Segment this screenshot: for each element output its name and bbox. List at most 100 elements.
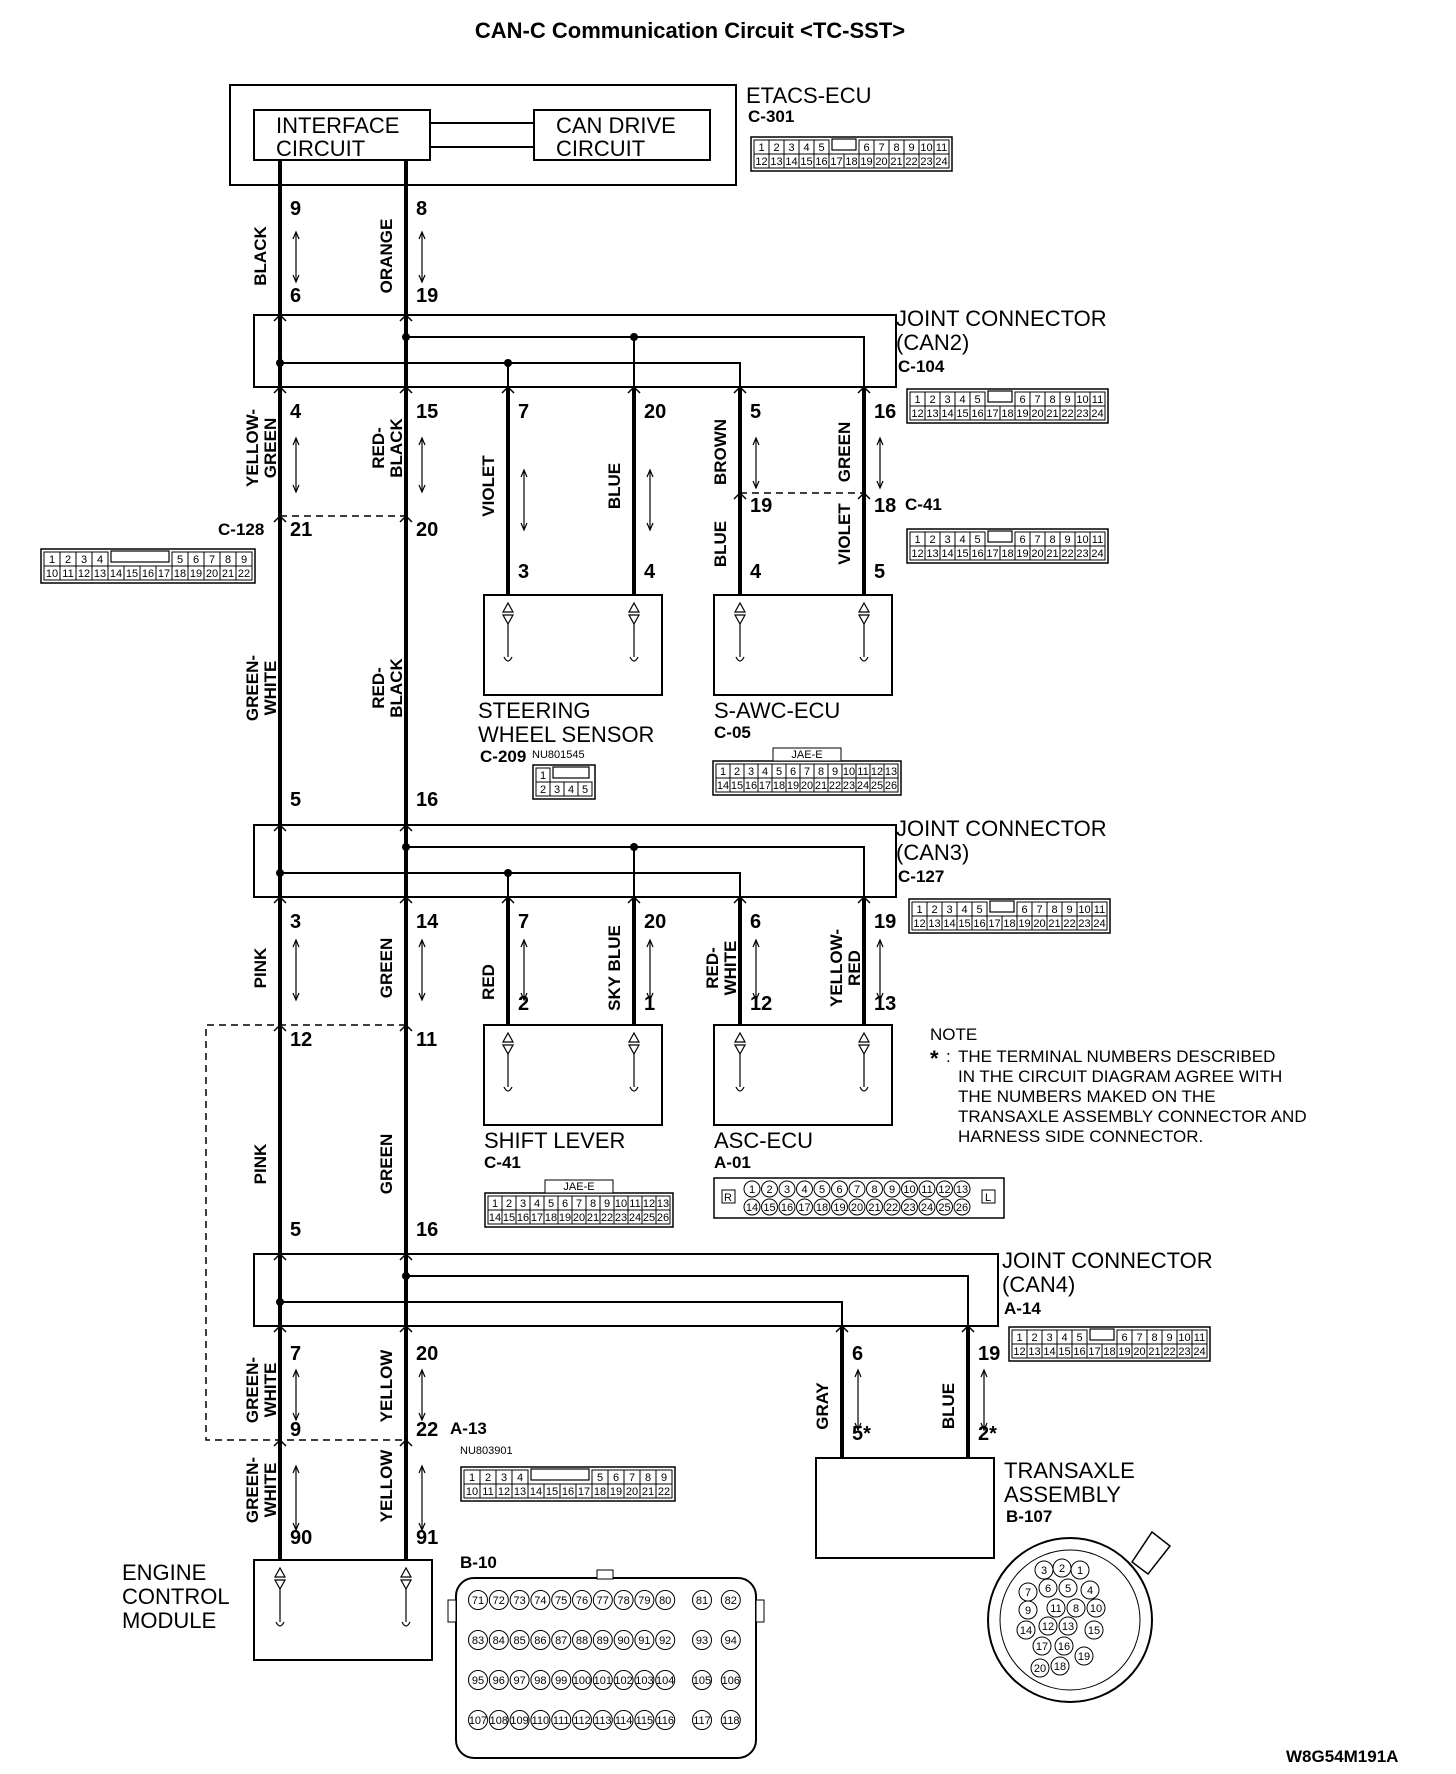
steering-name-2: WHEEL SENSOR [478,722,654,747]
svg-text:JAE-E: JAE-E [563,1181,594,1193]
pin-number: 21 [1046,408,1058,420]
pin-number: 11 [936,142,947,154]
wire-color-label: VIOLET [479,455,498,517]
pin-number: 7 [1034,534,1040,546]
joint-connector-can2-box [253,314,897,388]
wire-color-label: BLUE [939,1383,958,1429]
pin-number: 8 [871,1184,877,1196]
terminal-number: 6 [852,1343,863,1365]
transaxle-connector: B-107 [1006,1507,1052,1526]
pin-number: 2 [1031,1332,1037,1344]
pin-number: 20 [626,1486,638,1498]
terminal-number: 19 [874,911,896,933]
pin-number: 79 [638,1595,650,1607]
pin-number: 18 [545,1212,557,1224]
pin-cell [509,1590,530,1610]
pin-number: 75 [555,1595,567,1607]
pin-number: 2 [766,1184,772,1196]
pin-number: 4 [97,554,103,566]
pin-number: 6 [193,554,199,566]
pin-number: 8 [1049,394,1055,406]
pin-number: 3 [748,766,754,778]
can-drive-circuit-box [533,109,711,161]
pin-number: 12 [871,766,883,778]
pin-cell [901,1198,918,1216]
pin-number: 4 [803,142,809,154]
pin-cell [692,1670,712,1690]
terminal-number: 20 [416,519,438,541]
pin-cell [551,1670,572,1690]
pin-cell [1046,1598,1066,1618]
wire-color-label: RED-BLACK [369,418,406,478]
terminal-number: 12 [750,993,772,1015]
pin-number: 15 [126,568,138,580]
jc-can2-connector: C-104 [898,357,945,376]
pin-cell [634,1630,655,1650]
pin-number: 3 [1046,1332,1052,1344]
pin-cell [1086,1598,1106,1618]
pin-cell [1074,1646,1094,1666]
terminal-number: 7 [290,1343,301,1365]
pin-number: 18 [845,156,857,168]
pin-cell [592,1590,613,1610]
pin-cell [655,1710,676,1730]
note-line-2: IN THE CIRCUIT DIAGRAM AGREE WITH [958,1067,1282,1086]
pin-number: 22 [601,1212,613,1224]
terminal-number: 20 [644,911,666,933]
pin-cell [692,1710,712,1730]
pin-number: 6 [1121,1332,1127,1344]
pin-number: 6 [1019,534,1025,546]
pin-number: 111 [553,1715,570,1727]
pin-number: 12 [911,408,923,420]
shift-lever-box [483,1024,663,1126]
pin-number: 14 [746,1202,758,1214]
pin-number: 17 [1088,1346,1100,1358]
pin-number: 23 [1078,918,1090,930]
pin-number: 4 [959,534,965,546]
pin-number: 21 [868,1202,880,1214]
pin-number: 13 [94,568,106,580]
wire-color-label: RED [479,964,498,1000]
pin-number: 95 [472,1675,484,1687]
wire-color-label: RED-BLACK [369,658,406,718]
pin-cell [1080,1580,1100,1600]
terminal-number: 13 [874,993,896,1015]
pin-number: 26 [885,780,897,792]
pin-cell [831,1180,848,1198]
pin-number: 13 [926,548,938,560]
terminal-number: 19 [416,285,438,307]
pin-number: 16 [517,1212,529,1224]
pin-number: 101 [594,1675,612,1687]
pin-number: 16 [745,780,757,792]
pin-number: 1 [1077,1565,1083,1577]
pin-number: 22 [1061,548,1073,560]
pin-cell [1089,405,1106,421]
pin-number: 24 [1193,1346,1205,1358]
pin-number: 1 [469,1472,475,1484]
pin-number: 20 [1031,408,1043,420]
pin-number: 2 [65,554,71,566]
terminal-number: 90 [290,1527,312,1549]
pin-number: 21 [1046,548,1058,560]
pin-number: 20 [206,568,218,580]
pin-number: 86 [534,1635,546,1647]
pin-number: 110 [532,1715,550,1727]
pin-cell [1058,1616,1078,1636]
pin-number: 10 [920,142,932,154]
pin-number: 18 [594,1486,606,1498]
pin-cell [488,1590,509,1610]
pin-number: 97 [513,1675,525,1687]
pin-number: 7 [576,1198,582,1210]
pin-number: 5 [974,394,980,406]
pin-number: 19 [1016,548,1028,560]
ecm-connector: B-10 [460,1553,497,1572]
wire-color-label: BLACK [251,226,270,286]
pin-number: 9 [1064,534,1070,546]
terminal-number: 14 [416,911,439,933]
pin-number: 2 [734,766,740,778]
pin-number: 108 [490,1715,508,1727]
pin-number: 4 [1061,1332,1067,1344]
pin-number: 14 [1043,1346,1055,1358]
